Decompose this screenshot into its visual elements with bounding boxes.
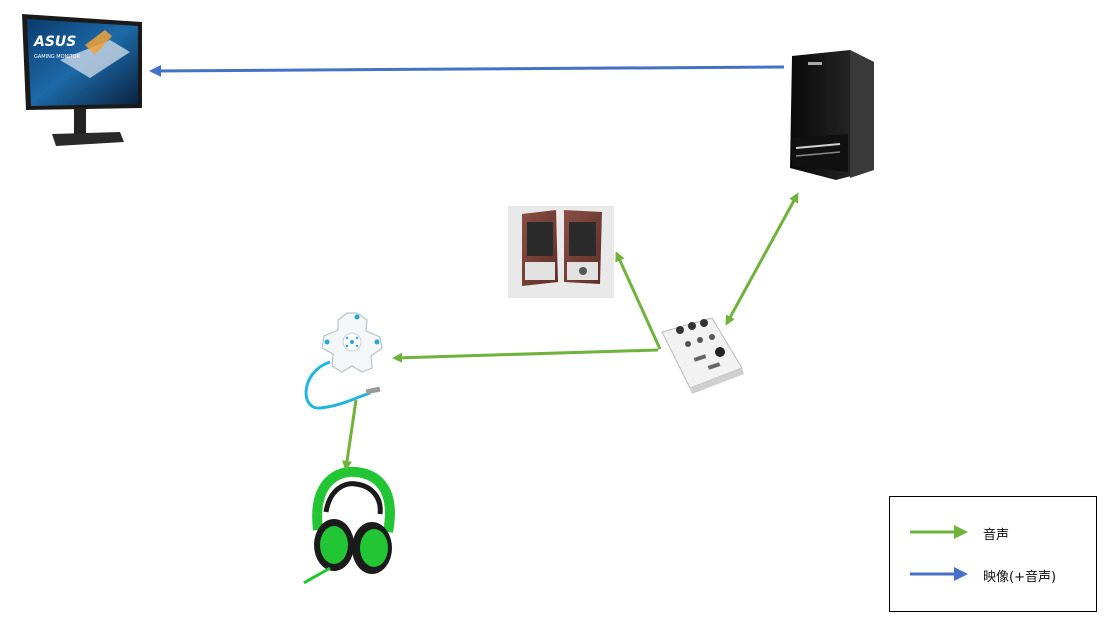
monitor-caption-text: GAMING MONITOR [34, 54, 81, 60]
arrow-mixer-to-speakers [615, 251, 662, 350]
monitor-brand-text: ASUS [33, 34, 76, 50]
legend-video-arrow [910, 567, 968, 581]
speakers-icon [508, 206, 614, 298]
arrow-pc-to-monitor [149, 64, 785, 77]
arrow-splitter-to-headset [342, 399, 358, 471]
headset-icon [303, 466, 395, 585]
legend-video-label: 映像(+音声) [983, 570, 1057, 585]
mixer-icon [661, 317, 744, 394]
arrow-pc-mixer-bidirectional [725, 192, 799, 326]
monitor-icon: ASUS GAMING MONITOR [22, 14, 142, 146]
pc-tower-icon [790, 50, 874, 180]
legend-box: 音声 映像(+音声) [889, 496, 1097, 612]
legend-audio-arrow [910, 525, 968, 539]
splitter-icon [304, 312, 383, 410]
legend-audio-label: 音声 [983, 528, 1010, 543]
arrow-mixer-to-splitter [392, 348, 659, 363]
